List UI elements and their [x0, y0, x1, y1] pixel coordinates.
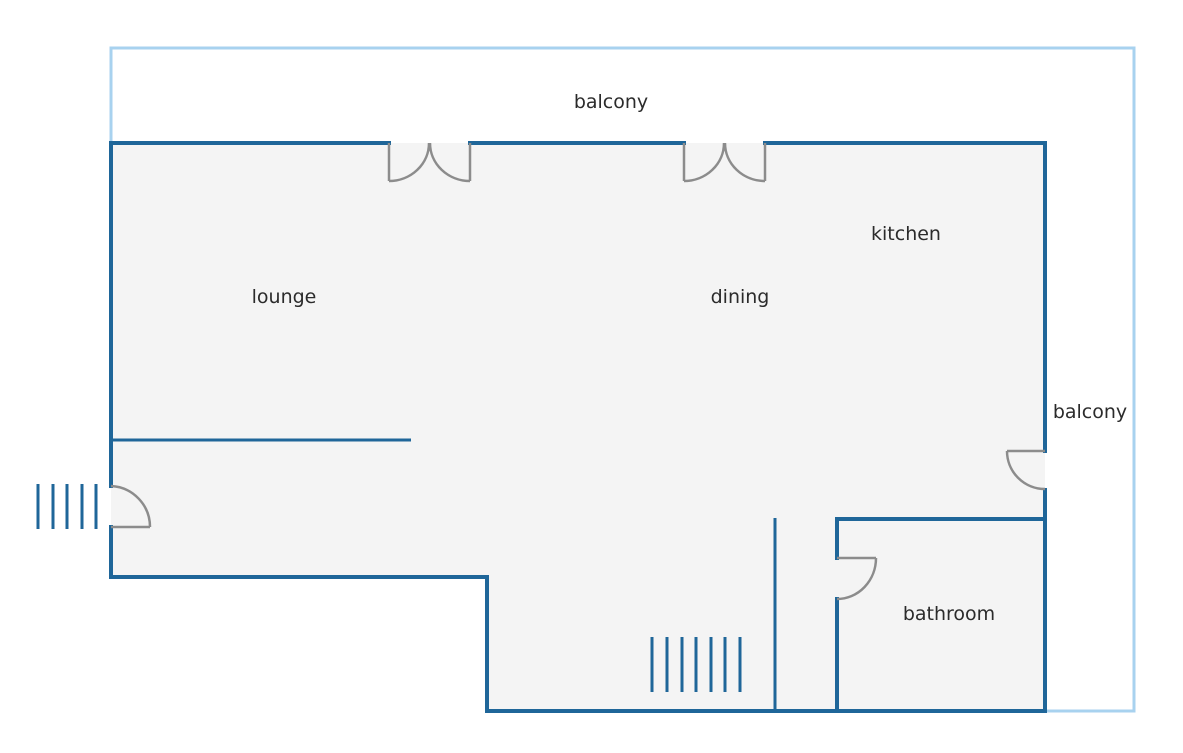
exterior-walls — [109, 141, 1047, 713]
bathroom-floor — [837, 519, 1045, 711]
balcony-outline — [109, 46, 1136, 713]
room-label-lounge: lounge — [252, 286, 317, 308]
single-door-icon — [836, 556, 878, 601]
stairs-icon — [650, 637, 742, 692]
interior-walls — [111, 438, 1047, 713]
room-label-kitchen: kitchen — [871, 223, 941, 245]
room-label-balcony-top: balcony — [574, 91, 648, 113]
single-door-icon — [1005, 449, 1046, 491]
double-door-icon — [682, 142, 767, 183]
room-label-bathroom: bathroom — [903, 603, 995, 625]
stairs-icon — [36, 484, 98, 529]
double-door-icon — [387, 142, 472, 183]
room-label-balcony-right: balcony — [1053, 401, 1127, 423]
room-label-dining: dining — [711, 286, 770, 308]
floor-area — [111, 143, 1045, 711]
single-door-icon — [110, 484, 152, 529]
